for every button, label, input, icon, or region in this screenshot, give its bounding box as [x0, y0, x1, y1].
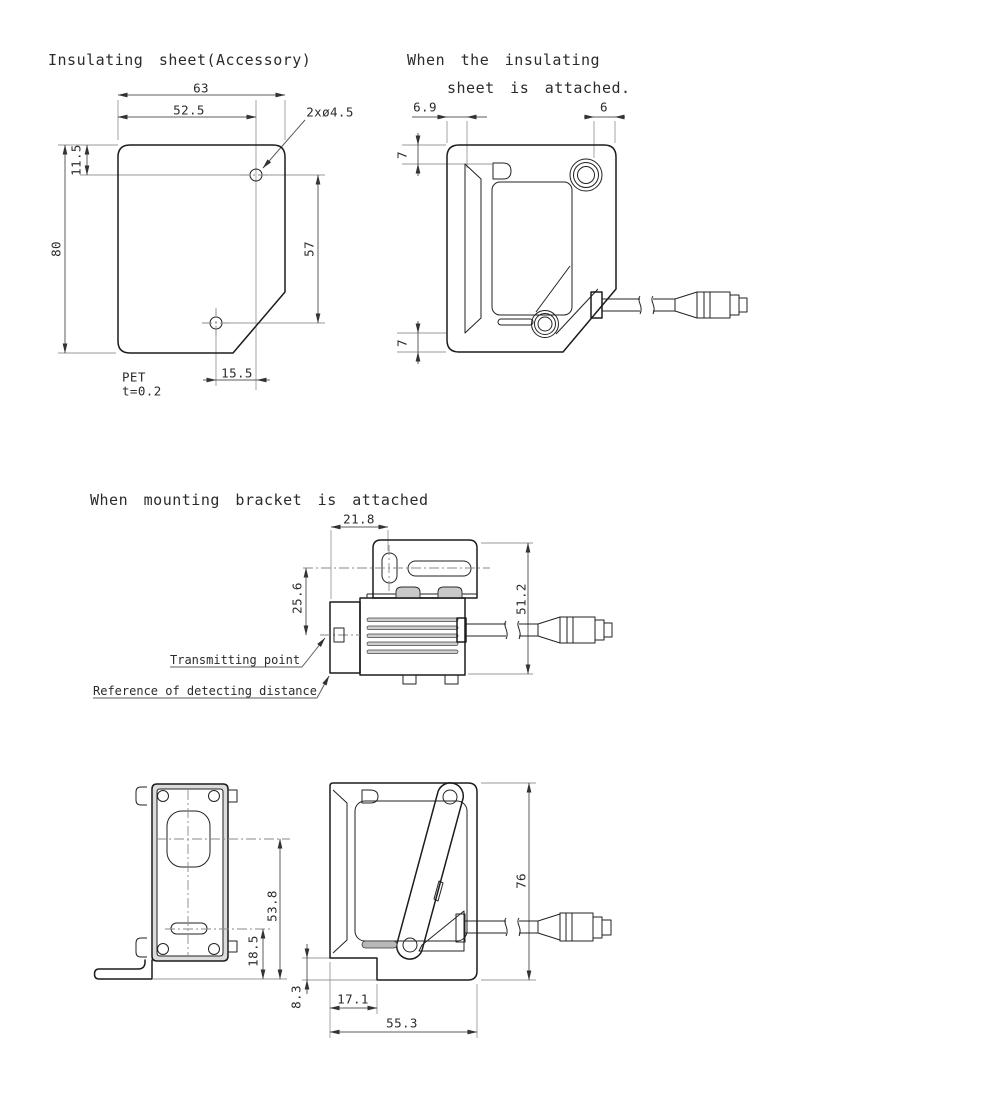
sheet-edge-band: [464, 163, 482, 334]
front-window: [354, 800, 468, 942]
bracket-rear-view: [93, 783, 290, 980]
dim-attached-top-inset: 7: [394, 151, 410, 159]
sheet-outline: [117, 144, 286, 354]
dim-sheet-hole-height: 57: [301, 241, 317, 257]
sheet-material: PET: [122, 369, 146, 385]
front-body-outline: [329, 782, 478, 981]
mounting-bracket: [372, 539, 478, 599]
dim-sheet-hole-bottom-offset: 15.5: [221, 365, 253, 381]
sheet-attached-view: [397, 114, 748, 364]
screw-bottom: [534, 313, 556, 335]
title-sheet-attached-line1: When the insulating: [407, 51, 601, 69]
dim-axis-height: 25.6: [289, 582, 305, 614]
bracket-front-view: [302, 782, 612, 1038]
dim-attached-right-inset: 6: [600, 99, 608, 115]
label-reference-distance: Reference of detecting distance: [93, 684, 317, 698]
cable-connector: [590, 291, 748, 319]
rear-body-outline: [151, 783, 229, 962]
title-insulating-sheet: Insulating sheet(Accessory): [48, 51, 312, 69]
bracket-side-view: [93, 524, 613, 699]
title-sheet-attached-line2: sheet is attached.: [447, 79, 631, 97]
cable-connector: [456, 616, 613, 644]
sensor-front-face: [329, 601, 361, 674]
dim-front-height: 76: [513, 873, 529, 889]
cable-connector: [465, 912, 612, 942]
bracket-slot-horizontal: [407, 560, 472, 577]
title-mounting-bracket: When mounting bracket is attached: [90, 491, 429, 509]
dim-sheet-width: 63: [193, 80, 209, 96]
dim-sheet-top-offset: 11.5: [68, 144, 84, 176]
dim-bracket-offset: 21.8: [343, 511, 375, 527]
transmitting-point-marker: [333, 627, 345, 643]
dim-attached-left-inset: 6.9: [413, 99, 437, 115]
dim-slot-to-base: 18.5: [245, 935, 261, 967]
screw-top: [573, 162, 599, 188]
dim-front-foot-width: 17.1: [337, 991, 369, 1007]
sensor-window: [491, 181, 573, 316]
bracket-arm: [396, 782, 464, 960]
insulating-sheet-view: [58, 92, 325, 390]
label-transmitting-point: Transmitting point: [170, 653, 301, 667]
rear-slot: [170, 922, 208, 935]
dim-sheet-height: 80: [48, 241, 64, 257]
bracket-foot: [93, 959, 153, 980]
callout-sheet-holes: 2xø4.5: [306, 104, 354, 120]
dim-front-step: 8.3: [288, 985, 304, 1009]
dim-attached-bottom-inset: 7: [394, 339, 410, 347]
sheet-thickness: t=0.2: [122, 383, 162, 399]
dim-total-height: 51.2: [513, 583, 529, 615]
dim-sheet-hole-span: 52.5: [173, 102, 205, 118]
dim-axis-to-base: 53.8: [264, 890, 280, 922]
dim-front-width: 55.3: [386, 1015, 418, 1031]
sensor-body-outline: [446, 144, 617, 353]
